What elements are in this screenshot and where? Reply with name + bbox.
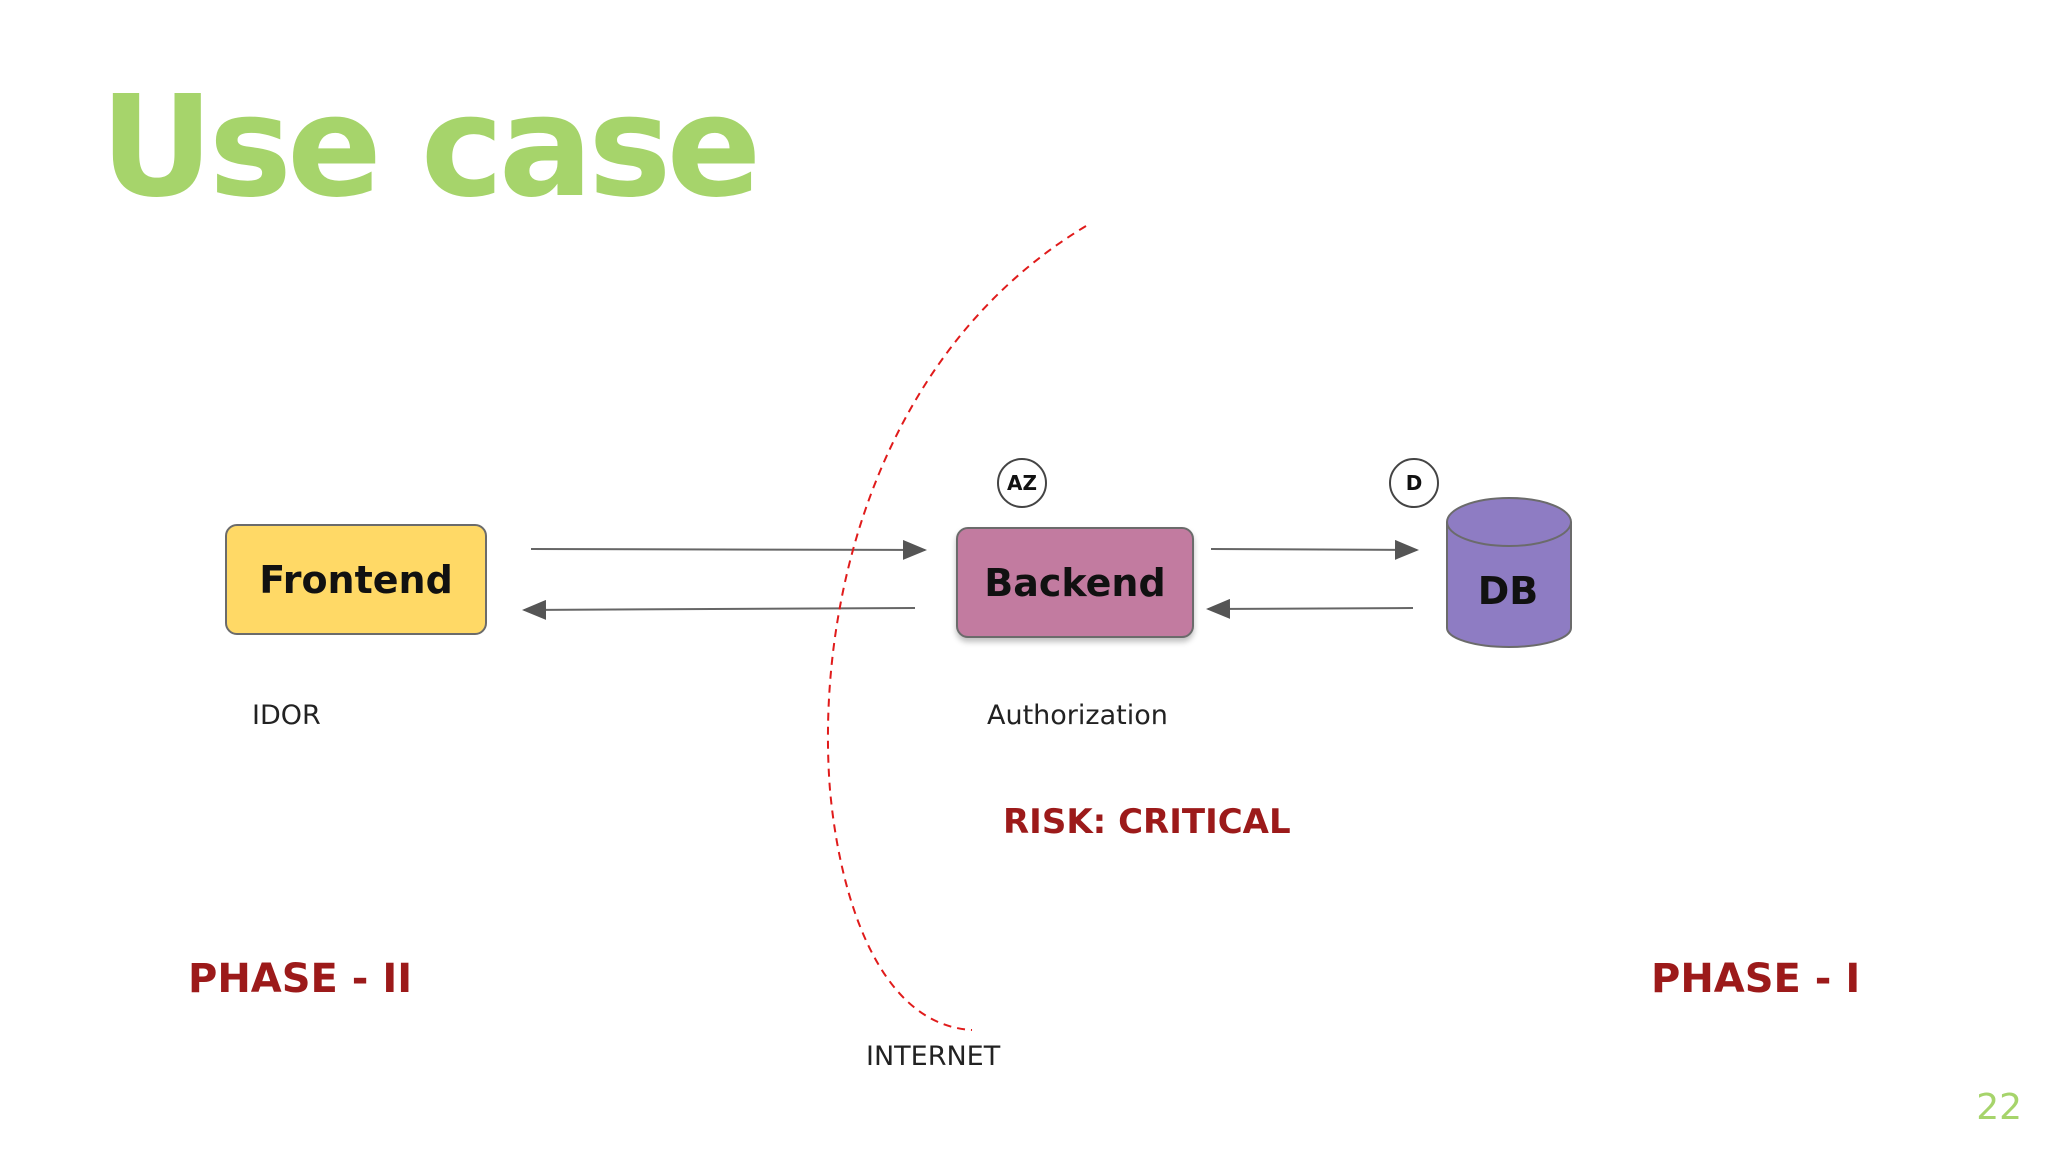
arrow-backend-to-db: [1210, 539, 1419, 560]
frontend-caption: IDOR: [252, 700, 321, 731]
internet-boundary-line: [827, 225, 1087, 1031]
phase-left-label: PHASE - II: [188, 956, 413, 1002]
db-badge: D: [1389, 458, 1439, 508]
backend-caption: Authorization: [987, 700, 1168, 731]
phase-right-label: PHASE - I: [1651, 956, 1861, 1002]
risk-label: RISK: CRITICAL: [1003, 802, 1291, 842]
slide-title: Use case: [100, 66, 761, 229]
arrow-frontend-to-backend: [530, 539, 927, 560]
authorization-badge: AZ: [997, 458, 1047, 508]
db-cylinder: [1446, 497, 1572, 648]
page-number: 22: [1976, 1087, 2022, 1128]
backend-node: Backend: [956, 527, 1194, 638]
internet-label: INTERNET: [866, 1041, 1001, 1072]
arrow-backend-to-frontend: [522, 599, 916, 620]
arrow-db-to-backend: [1206, 598, 1414, 619]
frontend-node: Frontend: [225, 524, 487, 635]
db-node-label: DB: [1477, 569, 1539, 613]
